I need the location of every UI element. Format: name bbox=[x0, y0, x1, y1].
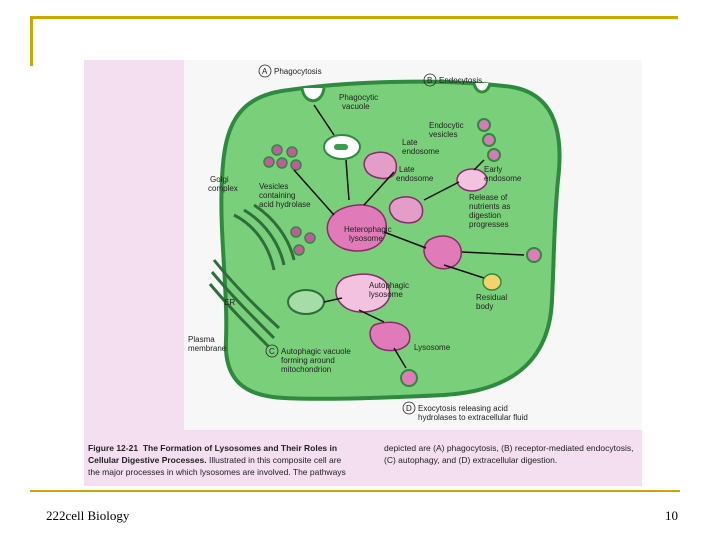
late-endosome bbox=[363, 151, 398, 180]
golgi-complex bbox=[233, 203, 296, 271]
caption-right-2: (C) autophagy, and (D) extracellular dig… bbox=[384, 455, 558, 465]
marker-a: A bbox=[262, 67, 268, 76]
hydrolase-vesicles bbox=[290, 226, 316, 256]
endocytic-vesicles bbox=[477, 118, 501, 162]
label-release-1: Release of bbox=[469, 193, 508, 202]
label-er: ER bbox=[224, 298, 235, 307]
phagocytic-cup bbox=[300, 87, 326, 103]
label-release-3: digestion bbox=[469, 211, 501, 220]
label-autophagic-lyso-2: lysosome bbox=[369, 290, 403, 299]
figure-caption-right: depicted are (A) phagocytosis, (B) recep… bbox=[384, 442, 644, 466]
ingested-particle bbox=[334, 144, 348, 150]
footer-course-title: 222cell Biology bbox=[46, 508, 130, 523]
label-residual-2: body bbox=[476, 302, 493, 311]
lysosome bbox=[369, 321, 411, 352]
exocytosis-bottom bbox=[400, 369, 418, 387]
vesicle-cluster bbox=[263, 144, 302, 171]
caption-title-1: The Formation of Lysosomes and Their Rol… bbox=[142, 443, 338, 453]
caption-line2: Illustrated in this composite cell are bbox=[208, 455, 342, 465]
label-autophagic-vac-2: forming around bbox=[281, 356, 335, 365]
label-release-2: nutrients as bbox=[469, 202, 510, 211]
label-vesicles-2: containing bbox=[259, 191, 295, 200]
label-exocytosis-2: hydrolases to extracellular fluid bbox=[418, 413, 528, 422]
footer-page-number: 10 bbox=[665, 508, 678, 523]
caption-fig-number: Figure 12-21 bbox=[88, 443, 139, 453]
autophagic-vacuole bbox=[287, 289, 325, 315]
label-endocytic-2: vesicles bbox=[429, 130, 457, 139]
slide-frame-bottom bbox=[30, 490, 680, 492]
label-late-endosome-1a: Late bbox=[402, 138, 418, 147]
marker-c: C bbox=[269, 347, 275, 356]
label-vesicles-3: acid hydrolase bbox=[259, 200, 311, 209]
cell-body bbox=[219, 79, 562, 401]
exocytosis-right bbox=[526, 247, 542, 263]
label-autophagic-vac-1: Autophagic vacuole bbox=[281, 347, 351, 356]
slide-frame-top bbox=[30, 16, 678, 19]
label-phagocytosis: Phagocytosis bbox=[274, 67, 322, 76]
label-plasma-2: membrane bbox=[188, 344, 227, 353]
caption-right-1: depicted are (A) phagocytosis, (B) recep… bbox=[384, 443, 634, 453]
label-early-endosome-1: Early bbox=[484, 165, 502, 174]
label-heterophagic-1: Heterophagic bbox=[344, 225, 392, 234]
figure-caption-left: Figure 12-21 The Formation of Lysosomes … bbox=[88, 442, 358, 478]
lysosome-figure: A B C D Phagocytosis Endocytosis Phagocy… bbox=[84, 60, 642, 486]
pathway-arrows bbox=[293, 104, 525, 369]
caption-line3: the major processes in which lysosomes a… bbox=[88, 467, 346, 477]
lysosome-diagram: A B C D Phagocytosis Endocytosis Phagocy… bbox=[184, 60, 642, 430]
pathway-markers: A B C D bbox=[258, 64, 437, 415]
marker-d: D bbox=[406, 404, 412, 413]
endoplasmic-reticulum bbox=[208, 259, 281, 348]
label-early-endosome-2: endosome bbox=[484, 174, 522, 183]
endocytic-pit bbox=[472, 82, 492, 94]
label-endocytic-1: Endocytic bbox=[429, 121, 464, 130]
label-phagocytic-1: Phagocytic bbox=[339, 93, 378, 102]
label-autophagic-vac-3: mitochondrion bbox=[281, 365, 331, 374]
heterophagic-lysosome bbox=[326, 204, 387, 252]
early-endosome bbox=[456, 168, 488, 192]
residual-body bbox=[482, 273, 502, 291]
label-lysosome: Lysosome bbox=[414, 343, 451, 352]
digesting-lysosome bbox=[423, 235, 462, 270]
label-late-endosome-2b: endosome bbox=[396, 174, 434, 183]
slide-frame-left bbox=[30, 16, 33, 66]
label-late-endosome-2a: Late bbox=[399, 165, 415, 174]
label-golgi-2: complex bbox=[208, 184, 238, 193]
label-residual-1: Residual bbox=[476, 293, 507, 302]
label-exocytosis-1: Exocytosis releasing acid bbox=[418, 404, 508, 413]
label-phagocytic-2: vacuole bbox=[342, 102, 370, 111]
label-endocytosis: Endocytosis bbox=[439, 76, 482, 85]
label-late-endosome-1b: endosome bbox=[402, 147, 440, 156]
label-heterophagic-2: lysosome bbox=[349, 234, 383, 243]
label-golgi-1: Golgi bbox=[210, 175, 229, 184]
late-endosome-2 bbox=[388, 196, 424, 224]
label-vesicles-1: Vesicles bbox=[259, 182, 288, 191]
label-autophagic-lyso-1: Autophagic bbox=[369, 281, 409, 290]
caption-title-2: Cellular Digestive Processes. bbox=[88, 455, 207, 465]
marker-b: B bbox=[427, 76, 432, 85]
label-release-4: progresses bbox=[469, 220, 509, 229]
autophagic-lysosome bbox=[335, 273, 391, 313]
label-plasma-1: Plasma bbox=[188, 335, 215, 344]
